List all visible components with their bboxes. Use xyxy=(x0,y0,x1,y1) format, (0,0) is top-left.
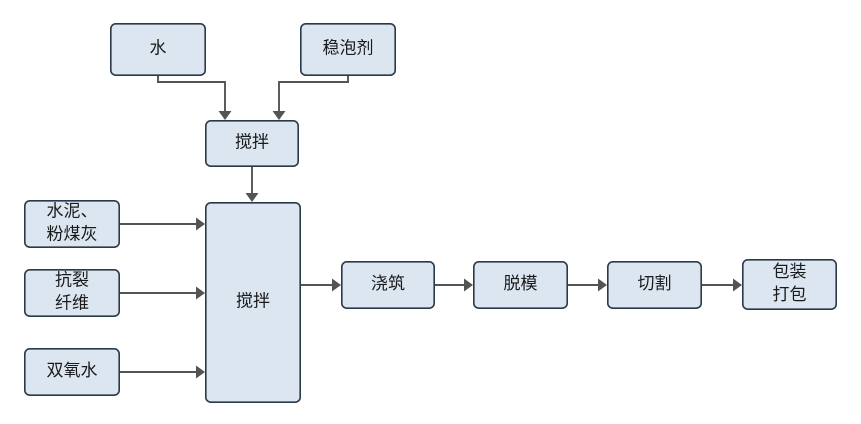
node-anticrack-fiber-label: 抗裂纤维 xyxy=(55,271,89,313)
node-packaging-shape[interactable] xyxy=(741,258,837,310)
node-demolding-label: 脱模 xyxy=(504,274,538,293)
connector-fiber-to-main-mix-arrowhead xyxy=(196,286,205,300)
node-cutting-label: 切割 xyxy=(638,274,672,293)
connector-water-to-mix xyxy=(157,76,232,120)
connector-water-to-mix-line xyxy=(157,76,226,113)
connector-mix-to-main-mix-arrowhead xyxy=(245,193,259,202)
node-mix-main-shape[interactable] xyxy=(205,202,302,403)
node-demolding-shape[interactable] xyxy=(472,260,568,309)
connector-pouring-to-demolding-arrowhead xyxy=(464,278,473,292)
node-mix-main-label: 搅拌 xyxy=(236,292,270,311)
connector-main-mix-to-pouring-arrowhead xyxy=(332,278,341,292)
connector-cement-to-main-mix-arrowhead xyxy=(196,217,205,231)
node-anticrack-fiber-shape[interactable] xyxy=(23,268,121,317)
node-hydrogen-peroxide-shape[interactable] xyxy=(23,347,121,396)
node-mix-primary-shape[interactable] xyxy=(205,120,300,168)
node-mix-primary-label: 搅拌 xyxy=(235,133,269,152)
node-hydrogen-peroxide[interactable]: 双氧水 xyxy=(23,347,121,396)
node-water-shape[interactable] xyxy=(110,22,207,77)
node-packaging-label: 包装打包 xyxy=(773,262,807,304)
node-pouring-shape[interactable] xyxy=(340,260,435,309)
node-hydrogen-peroxide-label: 双氧水 xyxy=(47,361,98,380)
connector-cutting-to-packaging xyxy=(702,278,742,292)
node-water-label: 水 xyxy=(150,39,167,58)
connector-cutting-to-packaging-arrowhead xyxy=(733,278,742,292)
connectors-layer xyxy=(120,76,742,379)
node-demolding[interactable]: 脱模 xyxy=(472,260,568,309)
connector-demolding-to-cutting-arrowhead xyxy=(598,278,607,292)
connector-cement-to-main-mix xyxy=(120,217,205,231)
connector-peroxide-to-main-mix xyxy=(120,365,205,379)
node-cement-flyash[interactable]: 水泥、粉煤灰 xyxy=(23,200,121,249)
connector-foam-stabilizer-to-mix-line xyxy=(278,76,349,113)
node-anticrack-fiber[interactable]: 抗裂纤维 xyxy=(23,268,121,317)
node-foam-stabilizer-label: 稳泡剂 xyxy=(323,39,374,58)
connector-fiber-to-main-mix xyxy=(120,286,205,300)
node-water[interactable]: 水 xyxy=(110,22,207,77)
node-foam-stabilizer-shape[interactable] xyxy=(299,22,396,77)
node-pouring-label: 浇筑 xyxy=(371,274,405,293)
node-cement-flyash-shape[interactable] xyxy=(23,200,121,249)
node-cutting-shape[interactable] xyxy=(606,260,702,309)
nodes-layer: 水稳泡剂搅拌水泥、粉煤灰抗裂纤维双氧水搅拌浇筑脱模切割包装打包 xyxy=(23,22,837,403)
node-pouring[interactable]: 浇筑 xyxy=(340,260,435,309)
node-foam-stabilizer[interactable]: 稳泡剂 xyxy=(299,22,396,77)
connector-foam-stabilizer-to-mix-arrowhead xyxy=(272,111,286,120)
node-mix-main[interactable]: 搅拌 xyxy=(205,202,302,403)
connector-water-to-mix-arrowhead xyxy=(218,111,232,120)
node-packaging[interactable]: 包装打包 xyxy=(741,258,837,310)
connector-foam-stabilizer-to-mix xyxy=(272,76,349,120)
node-cutting[interactable]: 切割 xyxy=(606,260,702,309)
connector-pouring-to-demolding xyxy=(435,278,473,292)
connector-main-mix-to-pouring xyxy=(301,278,341,292)
connector-mix-to-main-mix xyxy=(245,167,259,202)
connector-peroxide-to-main-mix-arrowhead xyxy=(196,365,205,379)
node-mix-primary[interactable]: 搅拌 xyxy=(205,120,300,168)
node-cement-flyash-label: 水泥、粉煤灰 xyxy=(47,202,98,244)
connector-demolding-to-cutting xyxy=(568,278,607,292)
